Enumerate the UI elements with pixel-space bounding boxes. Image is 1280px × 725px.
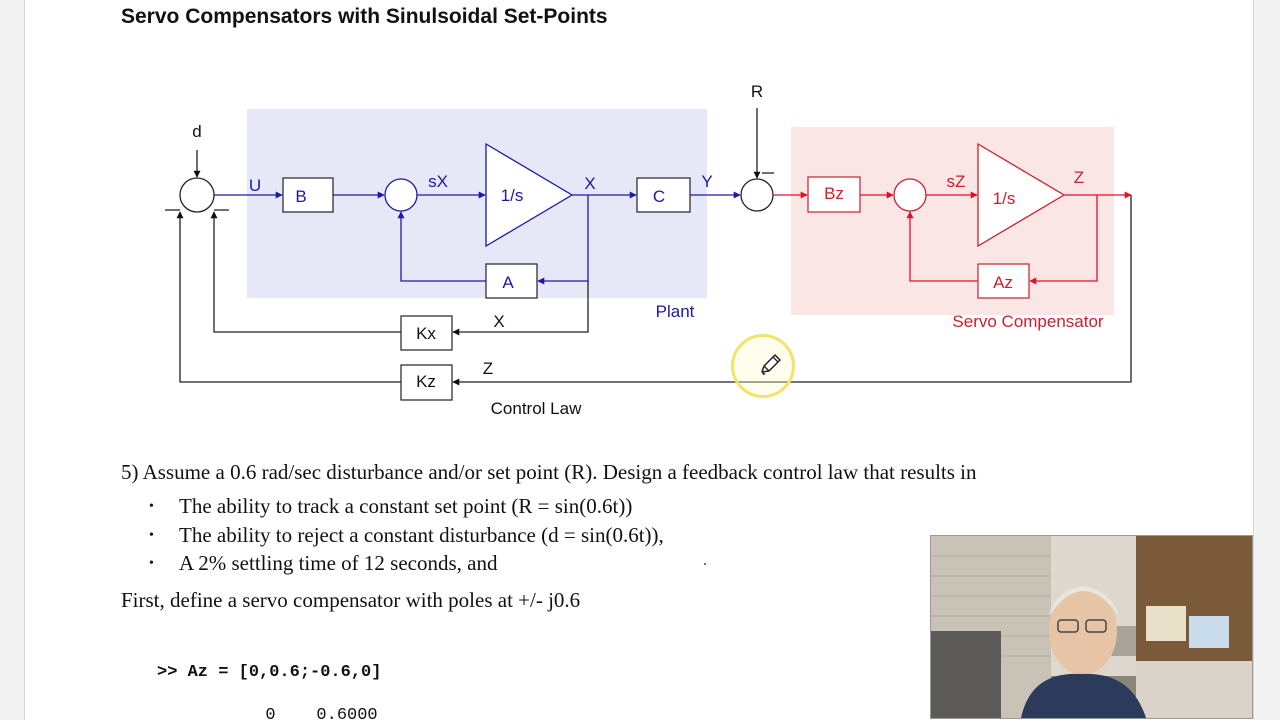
bullet-item: •A 2% settling time of 12 seconds, and	[149, 551, 498, 575]
problem-statement: 5) Assume a 0.6 rad/sec disturbance and/…	[121, 460, 977, 484]
webcam-scene	[931, 536, 1252, 718]
left-margin	[0, 0, 25, 720]
presenter-webcam	[930, 535, 1253, 719]
servo-compensator-label: Servo Compensator	[952, 312, 1104, 331]
plant-integrator	[485, 142, 574, 248]
bullet-text: The ability to track a constant set poin…	[179, 494, 633, 518]
pencil-icon	[761, 354, 781, 375]
bullet-item: •The ability to reject a constant distur…	[149, 523, 664, 547]
cursor-highlight	[731, 334, 795, 398]
servo-integrator-label: 1/s	[993, 189, 1016, 208]
b-block-label: B	[295, 187, 306, 206]
c-block-label: C	[653, 187, 665, 206]
kz-block-label: Kz	[416, 372, 436, 391]
label-y: Y	[701, 172, 712, 191]
stray-mark: .	[703, 552, 707, 569]
bullet-text: The ability to reject a constant disturb…	[179, 523, 664, 547]
label-x-output: X	[584, 174, 595, 193]
b-block	[282, 177, 334, 213]
label-sz: sZ	[947, 172, 966, 191]
right-margin	[1253, 0, 1280, 720]
matlab-output: 0 0.6000	[245, 706, 378, 725]
kx-block	[400, 315, 453, 351]
input-summing-junction	[179, 177, 215, 213]
label-z-feedback: Z	[483, 359, 493, 378]
plant-label: Plant	[656, 302, 695, 321]
servo-region	[791, 127, 1114, 315]
a-block-label: A	[502, 273, 514, 292]
plant-integrator-label: 1/s	[501, 186, 524, 205]
servo-summing-junction	[893, 178, 927, 212]
control-law-label: Control Law	[491, 399, 582, 418]
label-z-output: Z	[1074, 168, 1084, 187]
slide-title: Servo Compensators with Sinulsoidal Set-…	[121, 5, 608, 28]
bullet-text: A 2% settling time of 12 seconds, and	[179, 551, 498, 575]
step-text: First, define a servo compensator with p…	[121, 588, 581, 612]
label-sx: sX	[428, 172, 448, 191]
bz-block-label: Bz	[824, 184, 844, 203]
c-block	[636, 177, 691, 213]
label-d: d	[192, 122, 201, 141]
label-x-feedback: X	[493, 312, 504, 331]
servo-integrator	[977, 142, 1066, 248]
az-block-label: Az	[993, 273, 1013, 292]
matlab-command: >> Az = [0,0.6;-0.6,0]	[157, 663, 382, 682]
bullet-item: •The ability to track a constant set poi…	[149, 494, 633, 518]
label-r: R	[751, 82, 763, 101]
error-summing-junction	[740, 178, 774, 212]
label-u: U	[249, 176, 261, 195]
plant-summing-junction	[384, 178, 418, 212]
kx-block-label: Kx	[416, 324, 436, 343]
bz-block	[807, 176, 861, 213]
block-diagram: d U sX X Y R sZ Z X Z B 1/s C A Bz 1/s A…	[165, 82, 1132, 418]
